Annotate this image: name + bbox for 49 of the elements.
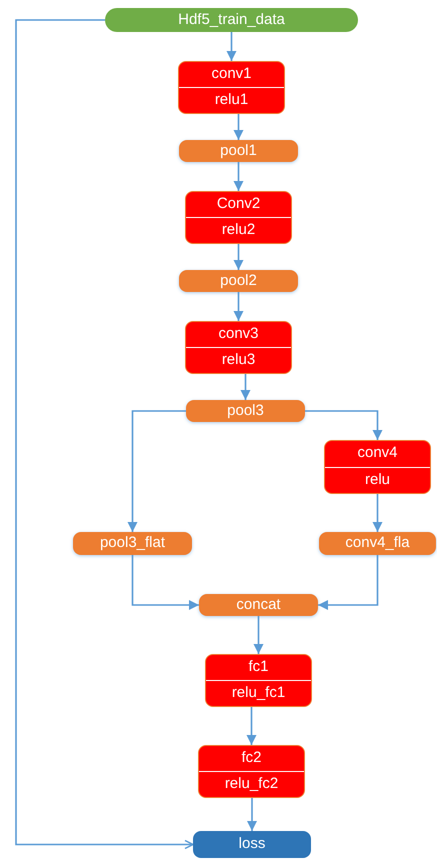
layer-box [198,745,305,798]
arrow [247,798,257,831]
arrow [318,555,378,610]
process-pill [199,594,318,616]
node-label: pool3 [226,400,265,421]
node-label: loss [238,834,266,854]
node-label: relu3 [220,350,256,370]
arrow [15,19,194,850]
layer-box [205,654,312,707]
terminal-box [193,831,311,858]
arrow [234,114,244,140]
arrow [372,494,382,532]
node-label: Conv2 [216,194,262,214]
node-label: fc2 [240,748,262,768]
arrow [234,292,244,321]
process-pill [319,532,436,555]
layer-box [185,321,292,374]
node-label: conv1 [210,64,253,84]
arrow [254,616,264,654]
node-label: conv3 [217,324,260,344]
node-label: conv4_fla [344,533,411,554]
layer-box [324,440,431,494]
terminal-pill [105,8,358,32]
process-pill [179,140,298,162]
node-label: pool3_flat [98,533,166,554]
layer-box [178,61,285,114]
node-label: relu_fc1 [230,683,286,704]
process-pill [73,532,192,555]
node-label: fc1 [247,657,270,678]
node-label: Hdf5_train_data [177,10,286,30]
node-label: pool2 [219,270,258,291]
process-pill [179,270,298,292]
node-label: relu_fc2 [224,774,280,794]
arrow [305,410,382,440]
process-pill [186,400,305,422]
arrow [226,32,236,61]
node-label: conv4 [356,443,399,464]
arrow [240,374,250,400]
node-label: relu [364,470,391,490]
node-label: pool1 [219,140,258,161]
node-label: relu1 [214,90,250,110]
node-label: relu2 [220,220,256,240]
arrow [132,555,199,610]
node-label: concat [235,594,282,615]
arrow [128,410,186,532]
layer-box [185,191,292,244]
arrow [246,707,256,745]
arrow [234,162,244,191]
arrow [234,244,244,270]
